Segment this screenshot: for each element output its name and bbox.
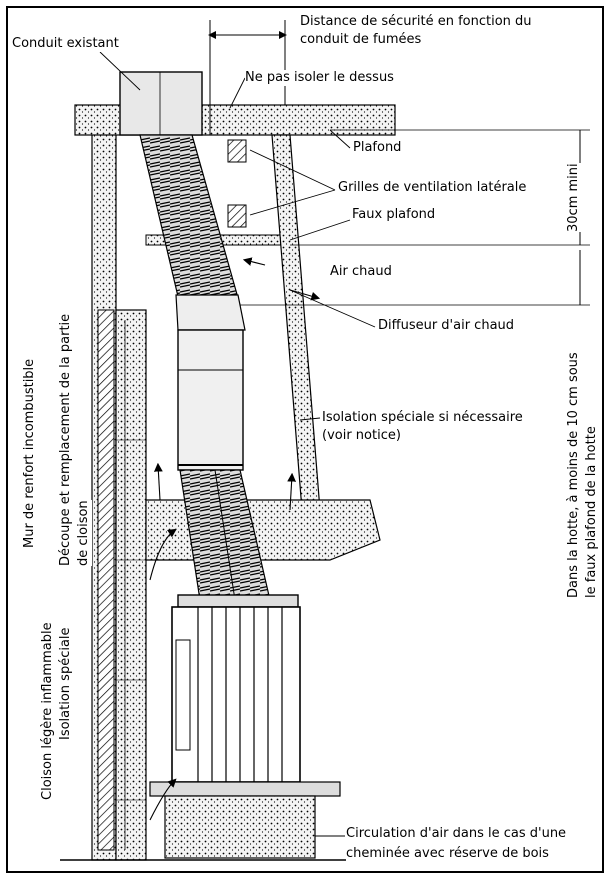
label-voir-notice: (voir notice): [322, 428, 401, 444]
wood-storage: [164, 795, 316, 859]
label-decoupe-line2: de cloison: [76, 500, 92, 566]
label-diffuseur: Diffuseur d'air chaud: [378, 318, 515, 334]
existing-flue: [119, 71, 203, 136]
air-flow-arrows: [149, 257, 321, 821]
diagram-frame: [6, 6, 604, 873]
stove-fins: [197, 607, 283, 782]
reinforcement-wall: [97, 309, 115, 851]
label-conduit-existant: Conduit existant: [12, 36, 119, 52]
stove-body: [171, 606, 301, 783]
label-ne-pas-isoler: Ne pas isoler le dessus: [245, 70, 394, 86]
inner-partition: [115, 309, 147, 861]
label-hotte-line1: Dans la hotte, à moins de 10 cm sous: [566, 352, 582, 598]
hot-air-diffuser: [175, 294, 246, 331]
flexible-flue-upper: [139, 134, 241, 306]
label-hotte-line2: le faux plafond de la hotte: [584, 426, 600, 598]
stove-door: [175, 639, 191, 751]
grille-bottom: [227, 204, 247, 228]
rigid-pipe: [177, 329, 244, 471]
label-air-chaud: Air chaud: [330, 264, 392, 280]
label-faux-plafond: Faux plafond: [352, 207, 436, 223]
label-decoupe: Découpe et remplacement de la partie: [58, 313, 74, 566]
label-isolation-speciale: Isolation spéciale si nécessaire: [322, 410, 523, 426]
label-mur-renfort: Mur de renfort incombustible: [22, 358, 38, 548]
label-plafond: Plafond: [353, 140, 402, 156]
hood-wall: [271, 134, 321, 511]
label-30cm-mini: 30cm mini: [566, 163, 582, 232]
label-distance: Distance de sécurité en fonction du: [300, 14, 532, 30]
label-distance-line2: conduit de fumées: [300, 32, 422, 48]
label-isolation-speciale-wall: Isolation spéciale: [58, 627, 74, 740]
stove-top: [177, 594, 299, 608]
hood-shelf: [145, 499, 381, 561]
label-grilles: Grilles de ventilation latérale: [338, 180, 527, 196]
label-cloison-legere: Cloison légère inflammable: [40, 622, 56, 800]
label-circulation-line2: cheminée avec réserve de bois: [346, 846, 549, 862]
grille-top: [227, 139, 247, 163]
hearth-slab: [149, 781, 341, 797]
label-circulation: Circulation d'air dans le cas d'une: [346, 826, 567, 842]
leader-lines: [99, 51, 376, 837]
